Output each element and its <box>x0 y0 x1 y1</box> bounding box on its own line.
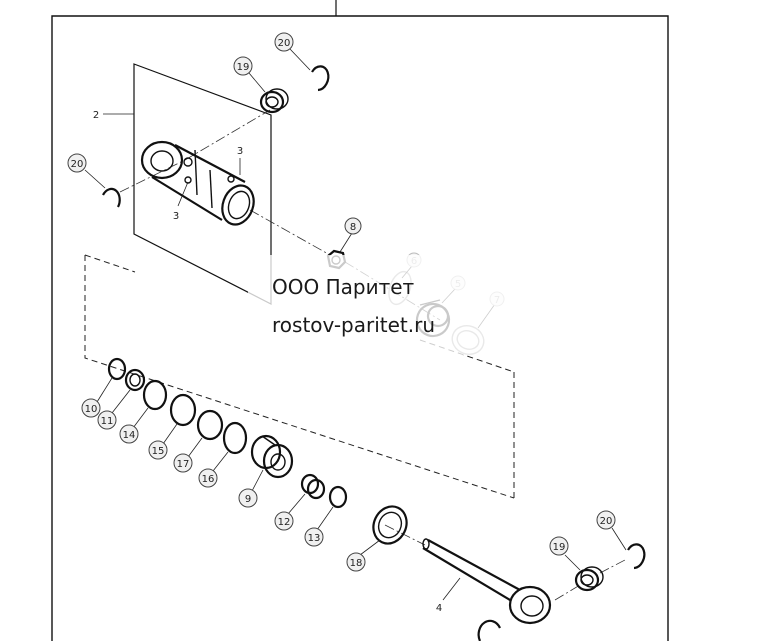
seal-18 <box>372 505 408 545</box>
callout-label: 11 <box>101 416 114 427</box>
piston-rod-4 <box>422 538 552 625</box>
callout-17: 17 <box>173 453 193 473</box>
callout-label: 12 <box>278 517 291 528</box>
watermark: ООО Паритет rostov-paritet.ru <box>248 255 536 355</box>
callout-label: 20 <box>278 38 291 49</box>
callout-label: 8 <box>350 222 356 233</box>
callout-8: 8 <box>344 217 362 235</box>
watermark-url: rostov-paritet.ru <box>272 313 435 337</box>
ring-13 <box>328 485 348 509</box>
callout-3-left: 3 <box>173 211 179 222</box>
callout-20-left: 20 <box>67 153 87 173</box>
callout-20-right: 20 <box>596 510 616 530</box>
callout-20-top: 20 <box>274 32 294 52</box>
callout-10: 10 <box>81 398 101 418</box>
ring-10 <box>107 357 127 381</box>
cylinder-barrel <box>140 140 255 226</box>
callout-label: 3 <box>237 146 243 157</box>
oring-16 <box>222 421 248 455</box>
callout-label: 19 <box>553 542 566 553</box>
oring-15 <box>169 393 197 427</box>
callout-2: 2 <box>93 110 99 121</box>
callout-13: 13 <box>304 527 324 547</box>
callout-19-bottom: 19 <box>549 536 569 556</box>
retaining-ring-right <box>627 543 646 570</box>
callout-label: 20 <box>600 516 613 527</box>
bushing-bottom <box>574 566 604 592</box>
callout-label: 15 <box>152 446 165 457</box>
callout-label: 14 <box>123 430 136 441</box>
callout-label: 19 <box>237 62 250 73</box>
callout-label: 3 <box>173 211 179 222</box>
retaining-ring-top <box>311 65 330 92</box>
callout-12: 12 <box>274 511 294 531</box>
diagram-frame <box>51 0 669 641</box>
callout-19-top: 19 <box>233 56 253 76</box>
watermark-company: ООО Паритет <box>272 275 415 299</box>
callout-label: 9 <box>245 494 251 505</box>
callout-14: 14 <box>119 424 139 444</box>
callout-label: 16 <box>202 474 215 485</box>
callout-label: 2 <box>93 110 99 121</box>
callout-label: 18 <box>350 558 363 569</box>
callout-4: 4 <box>436 603 442 614</box>
callout-16: 16 <box>198 468 218 488</box>
callout-15: 15 <box>148 440 168 460</box>
callout-label: 4 <box>436 603 442 614</box>
ring-11 <box>124 368 146 392</box>
bushing-top <box>259 88 289 114</box>
callout-label: 10 <box>85 404 98 415</box>
piston-9 <box>250 434 294 479</box>
oring-17 <box>196 409 224 441</box>
callout-label: 13 <box>308 533 321 544</box>
spacer-12 <box>300 473 326 500</box>
callout-3-right: 3 <box>237 146 243 157</box>
callout-18: 18 <box>346 552 366 572</box>
callout-label: 17 <box>177 459 190 470</box>
callout-9: 9 <box>238 488 258 508</box>
oring-14 <box>142 379 168 411</box>
piston-group-outline <box>84 254 515 499</box>
callout-11: 11 <box>97 410 117 430</box>
callout-label: 20 <box>71 159 84 170</box>
retaining-ring-bottom <box>477 619 502 641</box>
retaining-ring-left <box>102 187 121 208</box>
